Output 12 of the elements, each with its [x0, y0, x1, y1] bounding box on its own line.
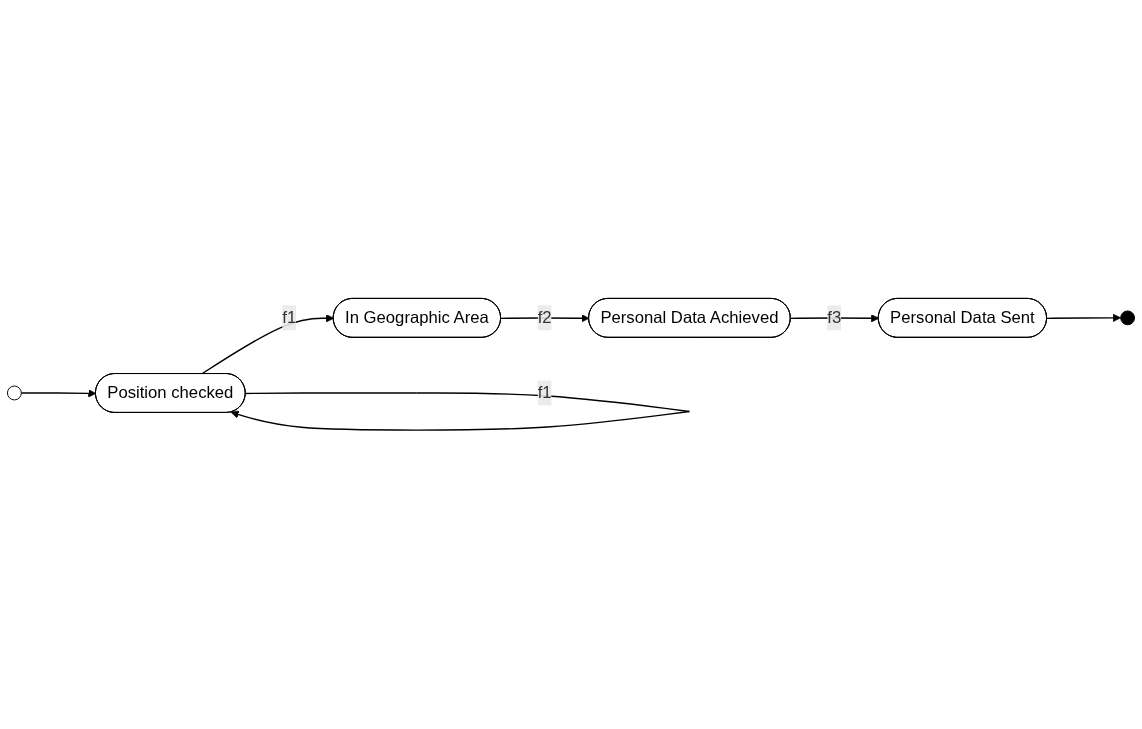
node-circle — [1120, 310, 1136, 326]
arrow — [790, 314, 880, 323]
arrow — [200, 314, 335, 375]
edge-label: f2 — [537, 308, 552, 327]
arrow — [500, 314, 590, 323]
edge-label: f3 — [827, 308, 842, 327]
arrow — [20, 389, 97, 398]
edge-label: f1 — [282, 308, 297, 327]
node-circle — [6, 385, 22, 401]
arrow — [230, 392, 691, 432]
edge-label: f1 — [537, 383, 552, 403]
arrow — [1046, 314, 1122, 323]
